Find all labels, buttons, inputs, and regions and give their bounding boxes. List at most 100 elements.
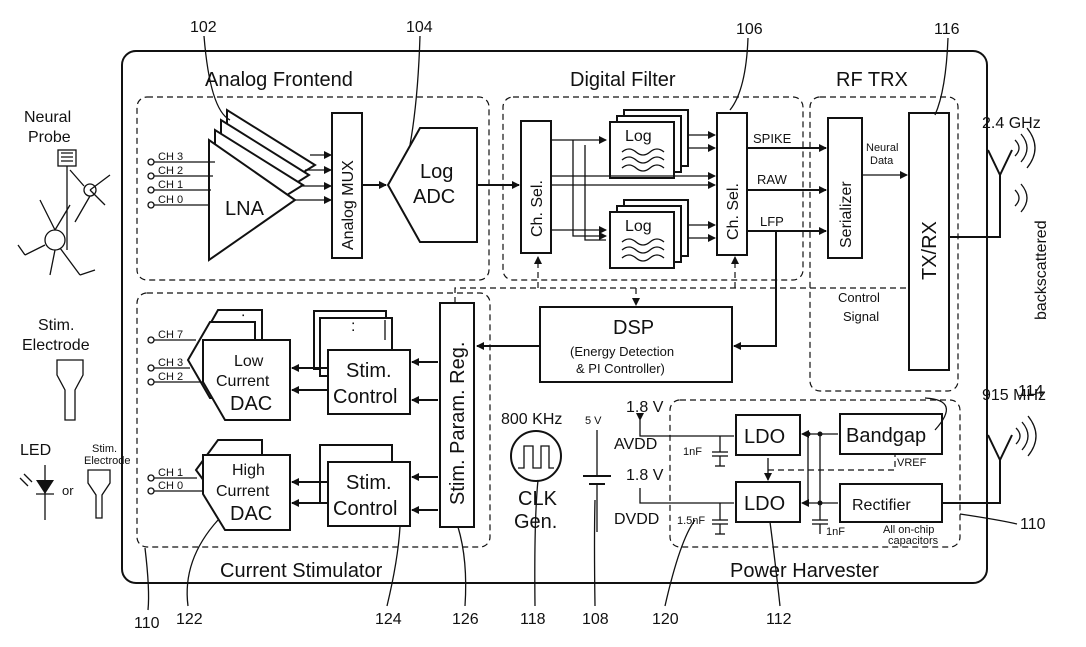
ldo-block-1: [735, 414, 801, 456]
antenna-915-icon: [987, 434, 1013, 463]
dsp-sub-1: (Energy Detection: [570, 344, 674, 359]
analog-mux-label: Analog MUX: [340, 160, 357, 250]
high-dac-label-1: High: [232, 462, 265, 479]
log-adc-label-2: ADC: [413, 186, 455, 208]
lna-stack: [208, 108, 317, 262]
rectifier-block: [839, 483, 943, 523]
low-dac-label-1: Low: [234, 353, 264, 370]
stim-control-1-lines: [291, 320, 438, 404]
stim-control-2-label-1: Stim.: [346, 472, 392, 494]
backscattered-label: backscattered: [1033, 220, 1050, 320]
stim-small-electrode-icon: [87, 469, 111, 519]
ref-124: 124: [375, 611, 402, 628]
stim-control-block-1: [327, 349, 411, 415]
led-icon: [19, 465, 54, 520]
stim-control-2-label-2: Control: [333, 498, 397, 520]
serializer-block: [827, 117, 863, 259]
ch-sel-block-2: [716, 112, 748, 256]
cap-d-icon: [712, 503, 728, 535]
log-filter-upper: [609, 121, 675, 179]
digital-filter-box: [502, 96, 804, 281]
stim-small-label-1: Stim.: [92, 443, 117, 455]
control-signal-label-2: Signal: [843, 309, 879, 324]
vref-label: VREF: [897, 457, 927, 469]
ref-108: 108: [582, 611, 609, 628]
bandgap-block: [839, 413, 943, 455]
stim-control-1-label-1: Stim.: [346, 360, 392, 382]
freq-915-label: 915 MHz: [982, 387, 1046, 404]
afe-ch1-label: CH 1: [158, 179, 183, 191]
on-chip-label-2: capacitors: [888, 535, 939, 547]
control-dashed-lines: [454, 256, 910, 306]
section-title-digital-filter: Digital Filter: [570, 69, 676, 91]
power-harvester-box: [669, 399, 961, 548]
wave-915-icon: [1015, 415, 1037, 457]
log-adc-label-1: Log: [420, 161, 453, 183]
low-dac-label-3: DAC: [230, 393, 272, 415]
avdd-label: AVDD: [614, 436, 657, 453]
ref-110-right: 110: [1020, 516, 1046, 533]
stim-ch3-label: CH 3: [158, 357, 183, 369]
ref-110-bottom: 110: [134, 615, 160, 632]
stim-low-channels: [147, 336, 203, 386]
stim-param-reg-block: [439, 302, 475, 528]
raw-label: RAW: [757, 172, 788, 187]
wave-24-icon: [1014, 127, 1036, 169]
avdd-line: [636, 413, 734, 437]
afe-channel-inputs: [147, 158, 215, 209]
current-stimulator-box: [136, 292, 491, 548]
low-dac-dots: :: [241, 310, 245, 327]
section-title-current-stimulator: Current Stimulator: [220, 560, 383, 582]
antenna-915-feed: [942, 460, 1001, 504]
cap-c-label: 1nF: [826, 526, 845, 538]
ref-116: 116: [934, 21, 960, 38]
ref-120: 120: [652, 611, 679, 628]
neural-data-label-1: Neural: [866, 142, 898, 154]
dsp-label: DSP: [613, 317, 654, 339]
section-title-power-harvester: Power Harvester: [730, 560, 879, 582]
neural-probe-label-1: Neural: [24, 109, 71, 126]
stim-control-block-2: [327, 461, 411, 527]
log-filter-upper-label: Log: [625, 128, 652, 145]
afe-ch3-label: CH 3: [158, 151, 183, 163]
log-filter-lower: [609, 211, 675, 269]
dvdd-label: DVDD: [614, 511, 659, 528]
wave-backscatter-icon: [1014, 183, 1028, 213]
lfp-to-dsp-line: [733, 231, 777, 350]
ref-126: 126: [452, 611, 479, 628]
section-title-analog-frontend: Analog Frontend: [205, 69, 353, 91]
ldo-block-2: [735, 481, 801, 523]
neural-data-label-2: Data: [870, 155, 894, 167]
stim-control-2-lines: [291, 473, 438, 514]
lfp-label: LFP: [760, 214, 784, 229]
clk-label-1: CLK: [518, 488, 558, 510]
stim-param-reg-label: Stim. Param. Reg.: [447, 342, 469, 505]
lna-triangle: [208, 138, 297, 262]
rf-trx-box: [809, 96, 959, 392]
neural-probe-label-2: Probe: [28, 129, 71, 146]
cap-a-label: 1nF: [683, 446, 702, 458]
low-dac-label-2: Current: [216, 373, 270, 390]
dsp-block: [539, 306, 733, 383]
stim-electrode-label-1: Stim.: [38, 317, 74, 334]
on-chip-label-1: All on-chip: [883, 524, 934, 536]
txrx-block: [908, 112, 950, 371]
rectifier-label: Rectifier: [852, 497, 911, 514]
freq-24-label: 2.4 GHz: [982, 115, 1041, 132]
stim-ch7-label: CH 7: [158, 329, 183, 341]
ref-118: 118: [520, 611, 546, 628]
v5-label: 5 V: [585, 415, 602, 427]
ref-104: 104: [406, 19, 433, 36]
led-label: LED: [20, 442, 51, 459]
or-label: or: [62, 483, 74, 498]
analog-frontend-box: [136, 96, 490, 281]
section-title-rf-trx: RF TRX: [836, 69, 908, 91]
ch-sel-label-2: Ch. Sel.: [725, 183, 742, 240]
v18a-label: 1.8 V: [626, 399, 664, 416]
stim-ch2-label: CH 2: [158, 371, 183, 383]
power-routing-lines: [764, 430, 896, 534]
v18d-label: 1.8 V: [626, 467, 664, 484]
ref-106: 106: [736, 21, 763, 38]
cap-d-label: 1.5nF: [677, 515, 705, 527]
